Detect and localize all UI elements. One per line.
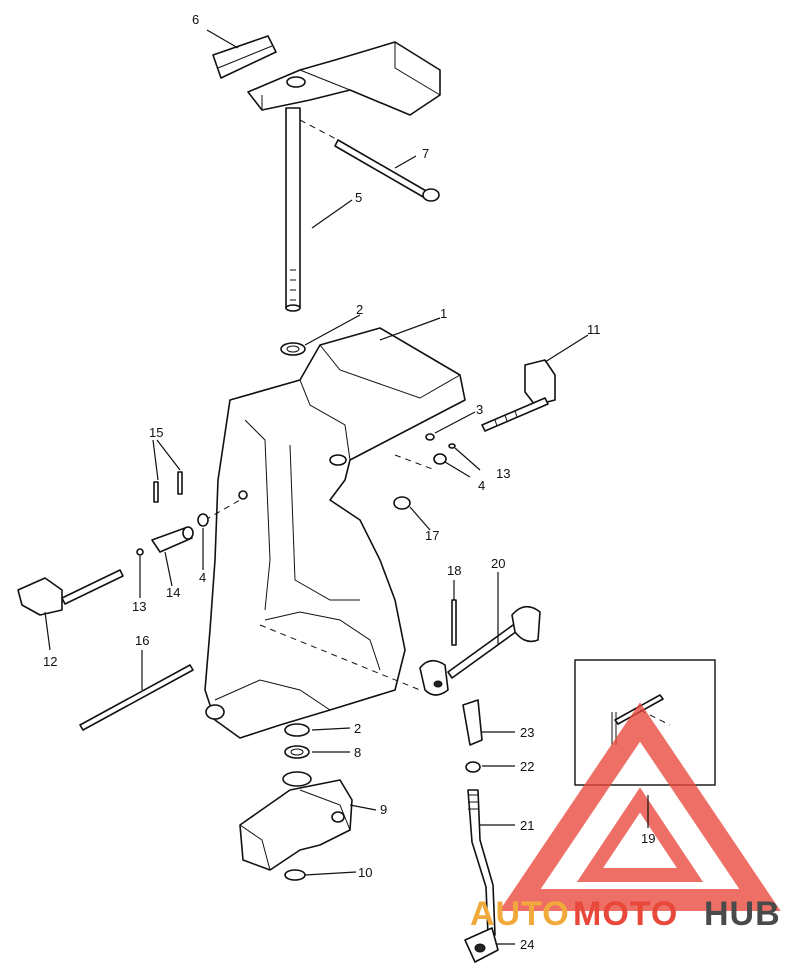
callout-17: 17 xyxy=(425,528,439,543)
part-2-washer-top xyxy=(280,342,306,356)
callout-18: 18 xyxy=(447,563,461,578)
part-22-nut xyxy=(465,761,481,773)
part-2-washer-bottom xyxy=(284,723,310,737)
axis-line-pin xyxy=(204,499,241,521)
part-21-rod xyxy=(467,789,496,936)
callout-24: 24 xyxy=(520,937,534,952)
callout-13-right: 13 xyxy=(496,466,510,481)
callout-3: 3 xyxy=(476,402,483,417)
watermark-auto: AUTO xyxy=(470,895,570,933)
part-1-swivel-bracket xyxy=(204,327,466,739)
callout-2: 2 xyxy=(356,302,363,317)
callout-4-left: 4 xyxy=(199,570,206,585)
part-23-link xyxy=(462,699,483,746)
callout-4-right: 4 xyxy=(478,478,485,493)
callout-6: 6 xyxy=(192,12,199,27)
axis-line-upper xyxy=(394,454,436,471)
part-13-clip-right xyxy=(448,443,456,449)
callout-10: 10 xyxy=(358,865,372,880)
part-14-lock-body xyxy=(151,526,194,553)
callout-20: 20 xyxy=(491,556,505,571)
part-7-bolt xyxy=(299,119,440,202)
watermark-moto: MOTO xyxy=(573,895,678,933)
part-20-lock-assembly xyxy=(419,605,541,696)
part-3-pin-right xyxy=(425,433,435,441)
part-15-pins xyxy=(153,471,183,503)
part-13-clip-left xyxy=(136,548,144,556)
part-11-bracket-pin xyxy=(481,359,556,432)
callout-21: 21 xyxy=(520,818,534,833)
part-24-handle xyxy=(464,927,499,963)
part-5-steering-arm xyxy=(247,41,441,312)
part-8-washer xyxy=(284,745,310,759)
part-9-lower-yoke xyxy=(239,771,353,871)
part-6-pad xyxy=(212,35,277,79)
axis-line-lower xyxy=(259,624,421,691)
callout-11: 11 xyxy=(587,322,601,337)
watermark-hub: HUB xyxy=(704,895,781,933)
leader-lines xyxy=(44,29,649,945)
callout-9: 9 xyxy=(380,802,387,817)
callout-7: 7 xyxy=(422,146,429,161)
callout-15: 15 xyxy=(149,425,163,440)
callout-14: 14 xyxy=(166,585,180,600)
callout-22: 22 xyxy=(520,759,534,774)
callout-16: 16 xyxy=(135,633,149,648)
callout-5: 5 xyxy=(355,190,362,205)
callout-23: 23 xyxy=(520,725,534,740)
watermark-text: AUTO MOTO HUB xyxy=(470,895,781,933)
callout-13-left: 13 xyxy=(132,599,146,614)
callout-8: 8 xyxy=(354,745,361,760)
part-4-washer-left xyxy=(197,513,209,527)
part-4-washer-right xyxy=(433,453,447,465)
part-16-rod xyxy=(79,664,194,731)
part-18-pin xyxy=(451,599,457,646)
callout-2-lower: 2 xyxy=(354,721,361,736)
callout-19: 19 xyxy=(641,831,655,846)
part-12-bracket-rod xyxy=(17,569,124,616)
callout-12: 12 xyxy=(43,654,57,669)
part-10-washer xyxy=(284,869,306,881)
watermark-logo xyxy=(499,702,781,911)
callout-labels: 6 7 5 2 1 11 3 13 4 15 17 18 20 4 14 13 … xyxy=(43,12,655,952)
part-17-bushing xyxy=(393,496,411,510)
callout-1: 1 xyxy=(440,306,447,321)
